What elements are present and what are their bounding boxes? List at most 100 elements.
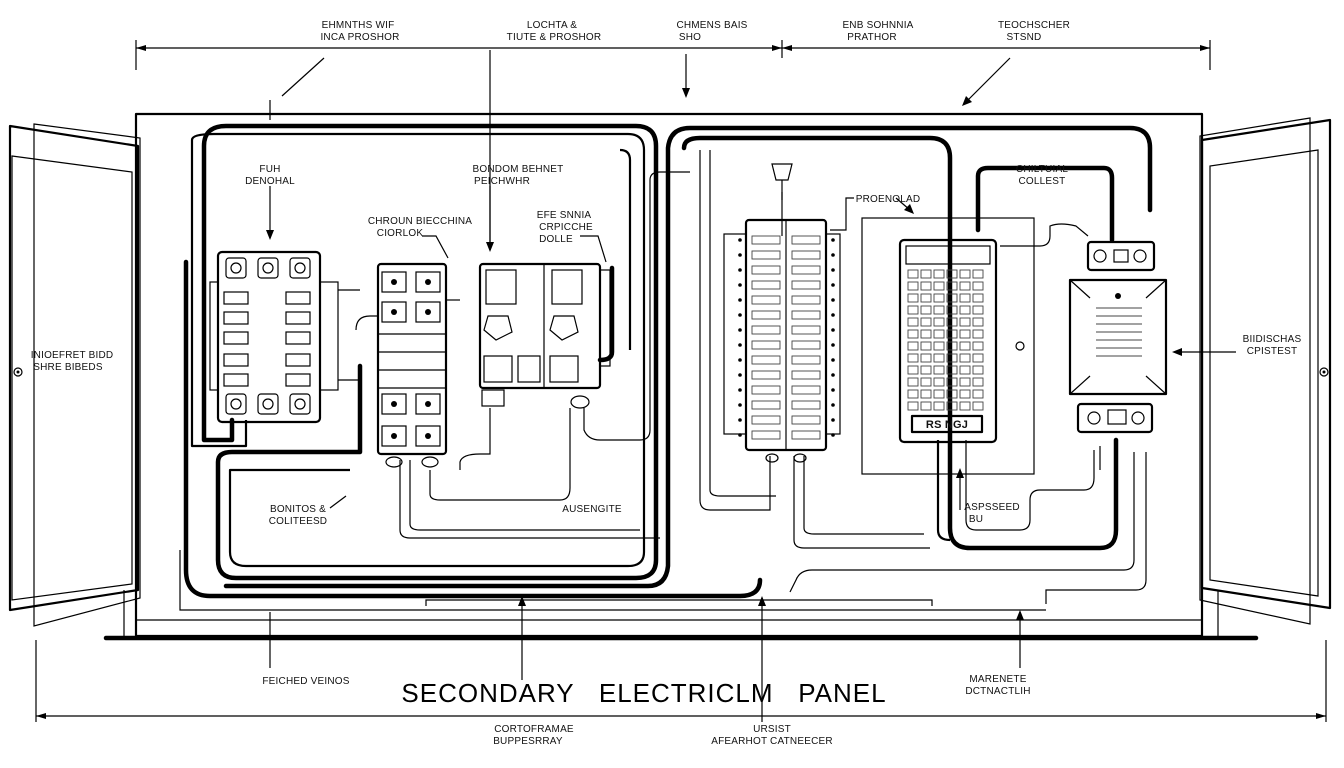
busbar-terminal — [831, 238, 835, 242]
breaker-switch — [933, 269, 945, 279]
efe-label-line3: DOLLE — [539, 234, 573, 245]
breaker-switch — [946, 377, 958, 387]
busbar-terminal — [831, 343, 835, 347]
breaker-switch — [933, 329, 945, 339]
busbar-terminal — [738, 403, 742, 407]
top-label-5-line1: TEOCHSCHER — [998, 20, 1070, 31]
feiched-label: FEICHED VEINOS — [262, 676, 349, 687]
busbar-slot — [791, 355, 821, 365]
ursist-label-line2: AFEARHOT CATNEECER — [711, 736, 833, 747]
breaker-switch — [959, 281, 971, 291]
terminal-screw — [262, 262, 274, 274]
terminal-slot — [223, 353, 249, 367]
breaker-switch — [933, 401, 945, 411]
breaker-switch — [920, 365, 932, 375]
aspsseed-label-line1: ASPSSEED — [964, 502, 1020, 513]
top-dimension-line — [135, 40, 1211, 70]
busbar-slot — [751, 370, 781, 380]
breaker-switch — [946, 317, 958, 327]
breaker-switch — [972, 365, 984, 375]
relay-cell — [415, 271, 441, 293]
breaker-switch — [959, 269, 971, 279]
busbar-terminal — [831, 418, 835, 422]
busbar-slot — [751, 355, 781, 365]
breaker-strip[interactable] — [723, 163, 841, 463]
terminal-block-left[interactable] — [209, 250, 360, 424]
breaker-switch — [933, 341, 945, 351]
ursist-label-line1: URSIST — [753, 724, 791, 735]
fuh-label-line2: DENOHAL — [245, 176, 295, 187]
busbar-slot — [791, 310, 821, 320]
busbar-terminal — [738, 268, 742, 272]
breaker-switch — [972, 329, 984, 339]
breaker-switch — [933, 281, 945, 291]
leader-lines — [266, 50, 1236, 722]
terminal-slot — [285, 291, 311, 305]
terminal-screws — [223, 257, 311, 415]
busbar-slot — [791, 295, 821, 305]
busbar-terminal — [738, 388, 742, 392]
breaker-switch — [907, 365, 919, 375]
right-cabinet-door[interactable] — [1199, 117, 1332, 636]
efe-label-line2: CRPICCHE — [539, 222, 593, 233]
terminal-slot — [285, 331, 311, 345]
breaker-switch — [959, 341, 971, 351]
chiltuial-label-line2: COLLEST — [1019, 176, 1066, 187]
busbar-slot — [791, 325, 821, 335]
terminal-slot — [223, 291, 249, 305]
breaker-switch — [933, 317, 945, 327]
busbar-terminal — [738, 373, 742, 377]
connector-top[interactable] — [1086, 240, 1156, 272]
relay-module[interactable] — [355, 262, 460, 468]
relay-contact — [391, 401, 397, 407]
bottom-labels: FEICHED VEINOS MARENETE DCTNACTLIH CORTO… — [262, 674, 1030, 747]
relay-contact — [425, 309, 431, 315]
breaker-switch — [946, 329, 958, 339]
relay-cell — [381, 271, 407, 293]
busbar-slot — [751, 280, 781, 290]
breaker-switch — [972, 317, 984, 327]
bondom-label-line1: BONDOM BEHNET — [473, 164, 564, 175]
connector-bottom[interactable] — [1076, 402, 1154, 434]
terminal-screw-frame — [257, 393, 279, 415]
busbar-terminal — [831, 358, 835, 362]
busbar-slot — [791, 235, 821, 245]
breaker-switch — [959, 377, 971, 387]
busbar-terminal — [831, 373, 835, 377]
busbar-slot — [751, 295, 781, 305]
busbar-slot — [791, 415, 821, 425]
breaker-switch — [933, 389, 945, 399]
aspsseed-label-line2: BU — [969, 514, 983, 525]
busbar-slot — [791, 265, 821, 275]
bottom-dimension-line — [35, 640, 1327, 722]
busbar-slot — [751, 325, 781, 335]
breaker-switch — [946, 305, 958, 315]
diagram-title: SECONDARY ELECTRICLM PANEL — [401, 678, 886, 708]
breaker-switch — [972, 341, 984, 351]
busbar-terminal — [831, 403, 835, 407]
terminal-slot — [285, 353, 311, 367]
breaker-switch — [920, 353, 932, 363]
fuh-label-line1: FUH — [259, 164, 280, 175]
breaker-switch — [907, 353, 919, 363]
breaker-switch — [972, 305, 984, 315]
main-breaker-panel[interactable]: RS NGJ — [861, 217, 1035, 475]
busbar-slot — [791, 280, 821, 290]
right-side-label-line1: BIIDISCHAS — [1243, 334, 1302, 345]
terminal-screw — [262, 398, 274, 410]
breaker-switch — [972, 401, 984, 411]
top-label-4-line1: ENB SOHNNIA — [842, 20, 913, 31]
busbar-slot — [751, 250, 781, 260]
breaker-switch — [907, 293, 919, 303]
breaker-switch — [933, 377, 945, 387]
top-label-2-line1: LOCHTA & — [527, 20, 577, 31]
cortoframe-label-line2: BUPPESRRAY — [493, 736, 563, 747]
cortoframe-label-line1: CORTOFRAMAE — [494, 724, 574, 735]
relay-cell — [381, 425, 407, 447]
left-cabinet-door[interactable] — [8, 123, 141, 636]
breaker-switch — [907, 341, 919, 351]
contactor-module[interactable] — [478, 262, 611, 409]
top-label-5-line2: STSND — [1007, 32, 1042, 43]
relay-cell — [415, 425, 441, 447]
busbar-slot — [791, 430, 821, 440]
